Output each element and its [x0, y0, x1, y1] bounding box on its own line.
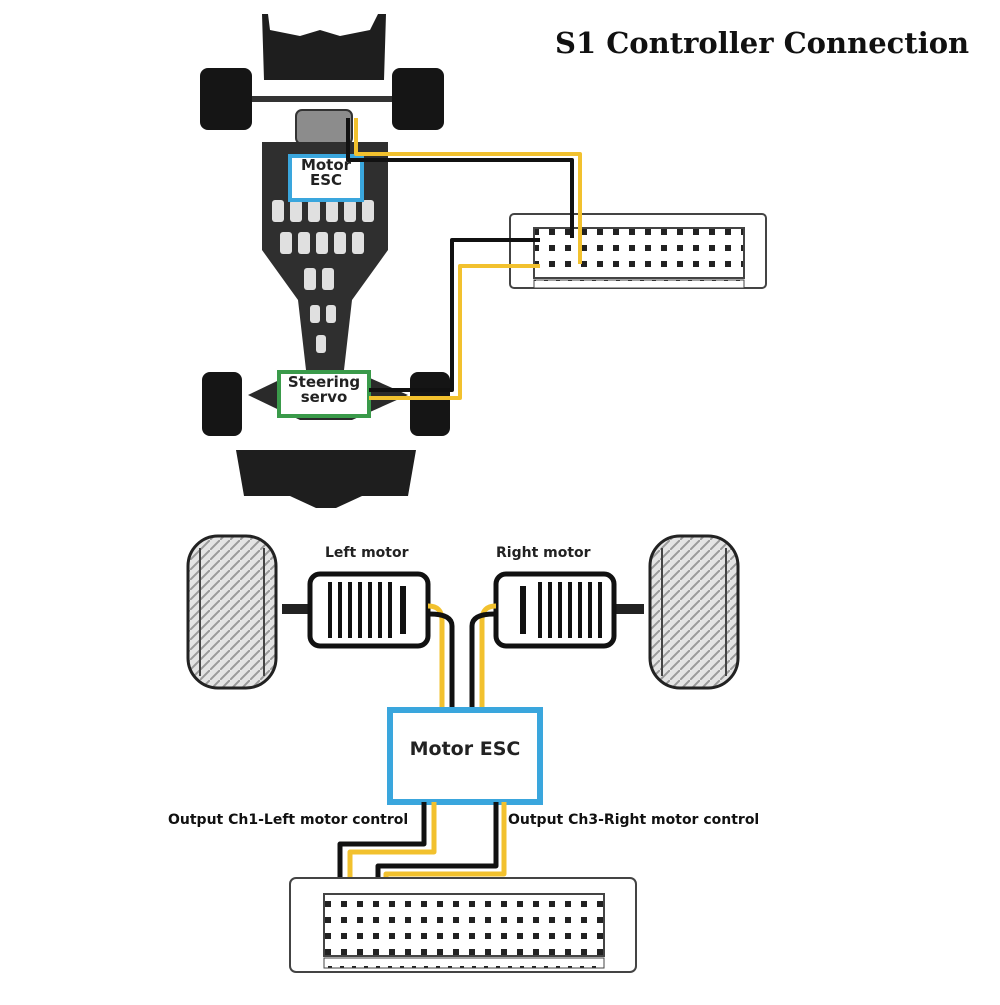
- steering-servo-box: [277, 370, 371, 418]
- left-motor-label: Left motor: [325, 545, 409, 561]
- motor-esc-label: Motor ESC: [409, 738, 521, 760]
- output-ch3-label: Output Ch3-Right motor control: [508, 812, 760, 828]
- motor-esc-top-label-line1: Motor: [300, 156, 352, 174]
- page-title: S1 Controller Connection: [555, 26, 970, 60]
- front-left-wheel: [202, 372, 242, 436]
- right-motor-label: Right motor: [496, 545, 591, 561]
- motor-esc-top-box: [288, 154, 364, 202]
- steering-servo-label-line2: servo: [300, 388, 348, 406]
- controller-connector-top: [509, 213, 767, 289]
- motor-esc-top-label: Motor ESC: [292, 158, 360, 188]
- front-wing: [236, 450, 416, 508]
- rear-left-wheel: [200, 68, 252, 130]
- rc-car-chassis: [200, 14, 450, 508]
- esc-wires-top: [346, 118, 582, 264]
- left-tire: [186, 534, 278, 690]
- controller-connector-bottom: [289, 877, 637, 973]
- left-motor: [282, 571, 431, 649]
- servo-wires-top: [369, 238, 540, 400]
- motor-esc-box: [387, 707, 543, 805]
- front-right-wheel: [410, 372, 450, 436]
- steering-servo-label: Steering servo: [280, 375, 368, 405]
- right-tire: [648, 534, 740, 690]
- right-motor: [493, 571, 644, 649]
- rear-right-wheel: [392, 68, 444, 130]
- motor-can: [295, 109, 353, 145]
- output-ch1-label: Output Ch1-Left motor control: [168, 812, 409, 828]
- steering-servo-label-line1: Steering: [287, 373, 361, 391]
- motor-esc-top-label-line2: ESC: [309, 171, 343, 189]
- motor-to-esc-wires: [427, 603, 497, 710]
